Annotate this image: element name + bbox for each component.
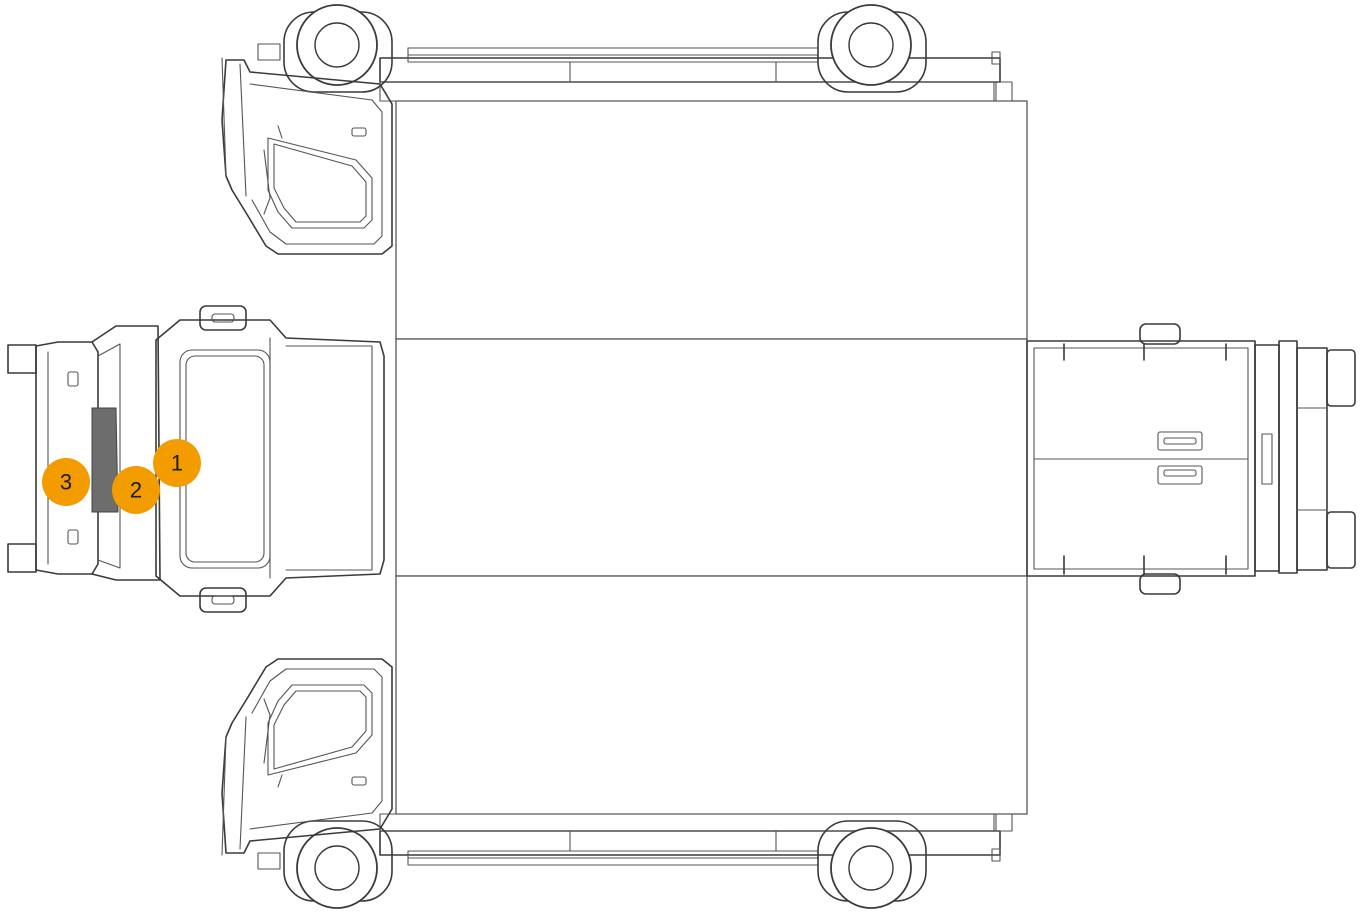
marker-1-label: 1 [171, 451, 183, 476]
marker-1: 1 [153, 439, 201, 487]
bottom-side-cab [221, 658, 393, 870]
rear-view [1026, 323, 1356, 595]
top-front-wheel [283, 4, 393, 93]
cargo-top-side-panel [395, 100, 1028, 340]
marker-2-label: 2 [130, 478, 142, 503]
marker-3-circle [42, 458, 90, 506]
bottom-side-view [221, 658, 1013, 909]
marker-3-label: 3 [60, 470, 72, 495]
marker-2-circle [112, 466, 160, 514]
marker-2: 2 [112, 466, 160, 514]
cargo-body [395, 100, 1028, 815]
bottom-rear-wheel [817, 820, 927, 909]
cargo-roof-panel [395, 338, 1028, 577]
marker-3: 3 [42, 458, 90, 506]
top-side-view [221, 4, 1013, 255]
top-rear-wheel [817, 4, 927, 93]
top-side-cab [221, 43, 393, 255]
front-grille [91, 407, 119, 513]
cargo-bottom-side-panel [395, 575, 1028, 815]
bottom-front-wheel [283, 820, 393, 909]
marker-1-circle [153, 439, 201, 487]
